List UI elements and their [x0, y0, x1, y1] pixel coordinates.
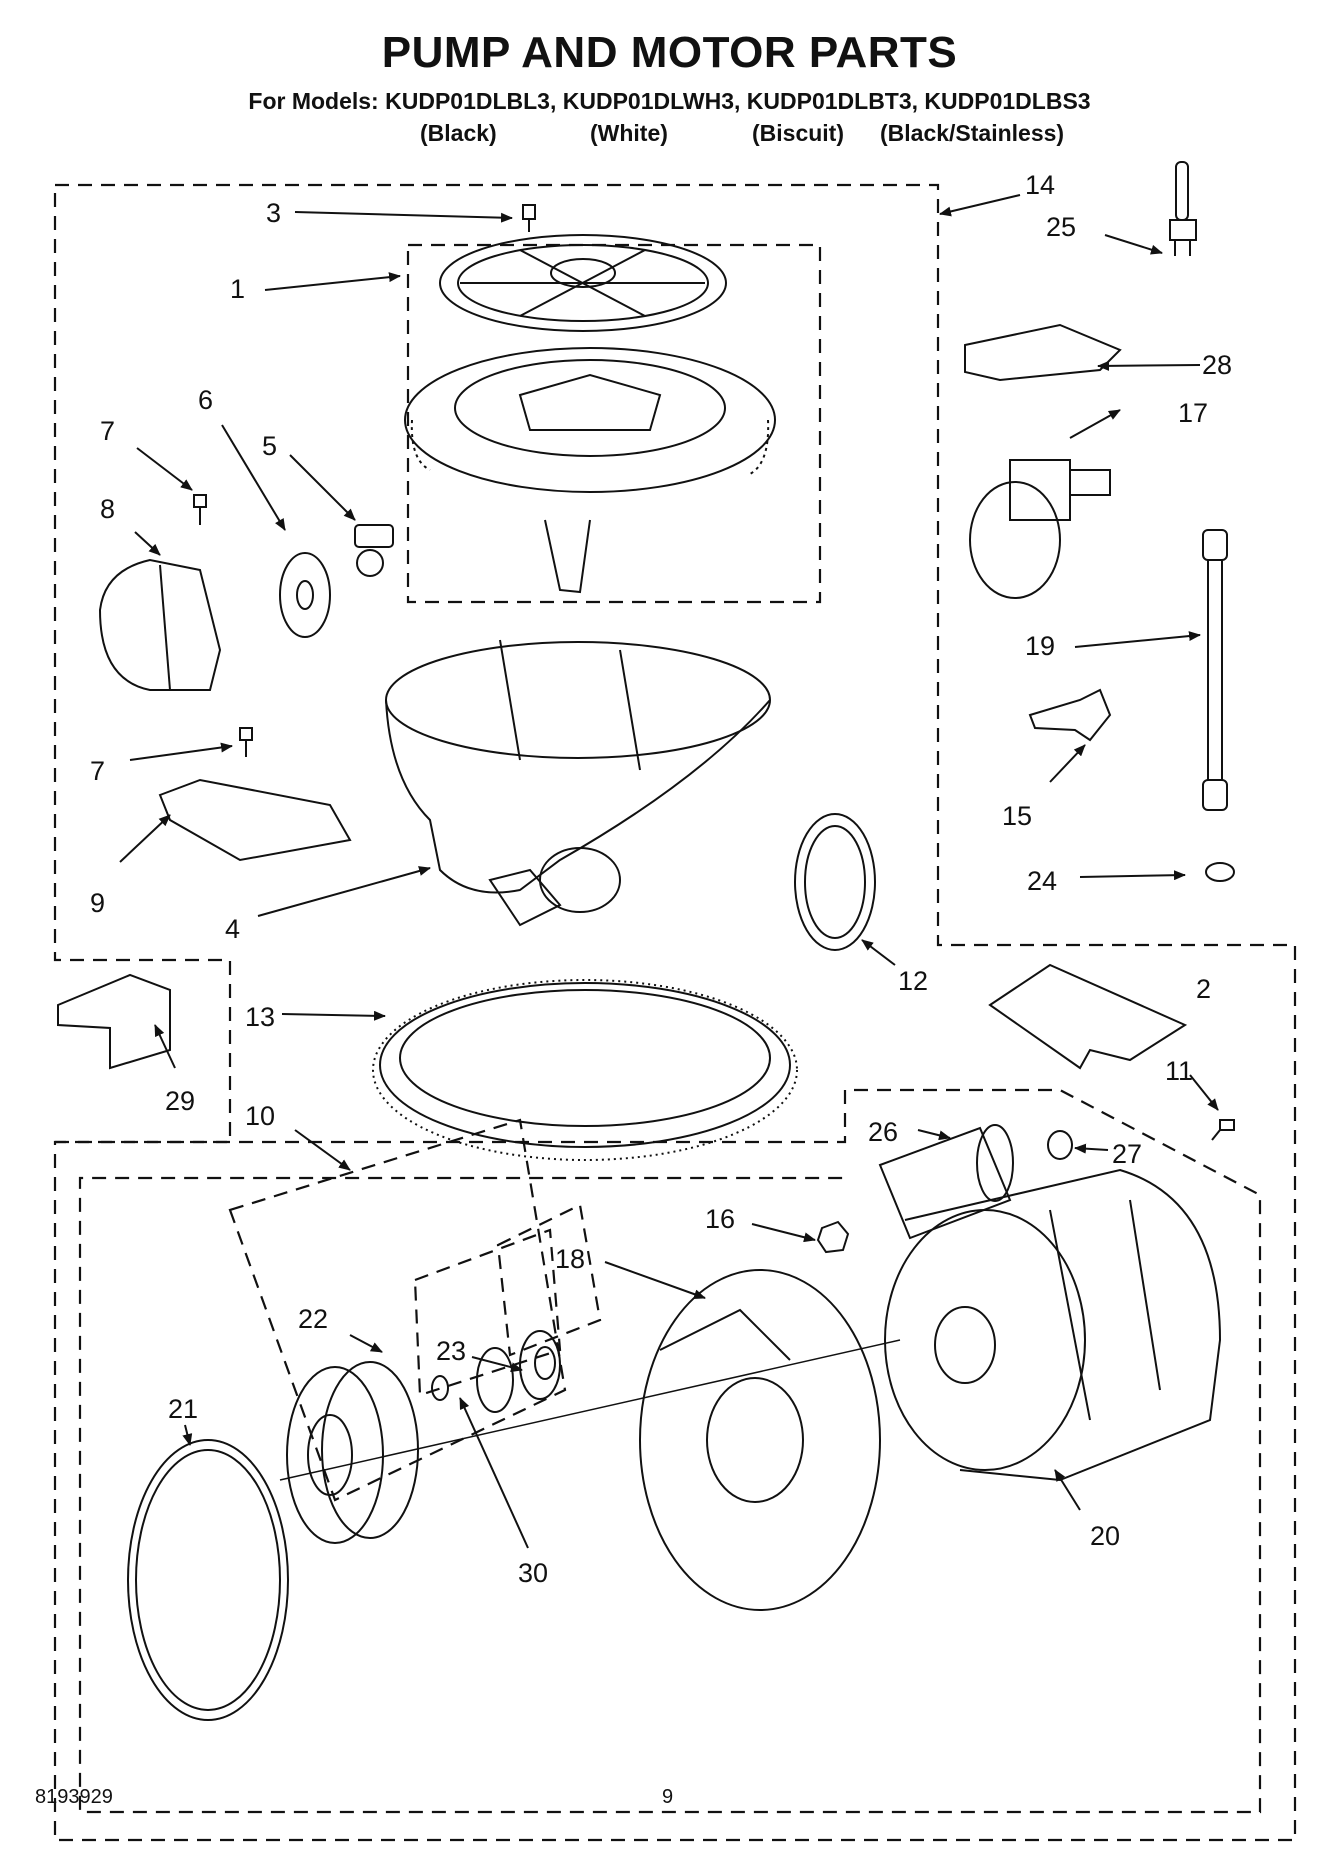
callout-23: 23: [436, 1336, 466, 1366]
part-28-cover: [964, 323, 1122, 382]
model-color-white: (White): [590, 120, 668, 146]
parts-artwork: [57, 161, 1235, 1721]
footer-page-number: 9: [662, 1786, 674, 1808]
callout-4: 4: [225, 914, 240, 944]
part-15-clip: [1028, 688, 1112, 742]
part-9-bracket: [158, 778, 352, 862]
part-5: [354, 524, 394, 577]
part-24-clamp: [1205, 862, 1235, 882]
callout-2: 2: [1196, 974, 1211, 1004]
part-spray-hub: [404, 347, 776, 594]
part-19-hose: [1202, 529, 1228, 811]
callout-11: 11: [1165, 1056, 1193, 1086]
screw-7b: [239, 727, 253, 757]
callout-5: 5: [262, 431, 277, 461]
callout-7: 7: [100, 416, 115, 446]
callout-7: 7: [90, 756, 105, 786]
leader-arrows: [119, 194, 1219, 1549]
part-30-washer: [431, 1375, 449, 1401]
part-23-seal: [476, 1330, 561, 1413]
part-4-pump-housing: [385, 639, 771, 927]
part-12-ring: [794, 813, 876, 951]
callout-12: 12: [898, 966, 928, 996]
callout-25: 25: [1046, 212, 1076, 242]
callout-27: 27: [1112, 1139, 1142, 1169]
part-17: [969, 459, 1111, 599]
group-box-seal: [413, 1228, 562, 1397]
group-boundaries: [53, 183, 1297, 1842]
footer-part-number: 8193929: [35, 1786, 113, 1808]
callout-21: 21: [168, 1394, 198, 1424]
callout-16: 16: [705, 1204, 735, 1234]
shaft-axis: [279, 1339, 901, 1481]
callout-28: 28: [1202, 350, 1232, 380]
screw-7a: [193, 494, 207, 525]
callout-18: 18: [555, 1244, 585, 1274]
part-20-motor: [884, 1168, 1222, 1482]
group-box-main: [53, 183, 1297, 1842]
callout-19: 19: [1025, 631, 1055, 661]
model-color-black-stainless: (Black/Stainless): [880, 120, 1065, 146]
models-line: For Models: KUDP01DLBL3, KUDP01DLWH3, KU…: [248, 88, 1091, 114]
callout-9: 9: [90, 888, 105, 918]
part-27: [1047, 1130, 1073, 1160]
callout-26: 26: [868, 1117, 898, 1147]
part-16-nut: [816, 1220, 850, 1254]
callout-24: 24: [1027, 866, 1057, 896]
group-box-seal-inner: [496, 1203, 602, 1357]
part-2-shield: [988, 963, 1188, 1070]
part-18-housing: [639, 1269, 881, 1611]
callout-17: 17: [1178, 398, 1208, 428]
callout-30: 30: [518, 1558, 548, 1588]
part-6-disc: [279, 552, 331, 638]
part-21-ring: [127, 1439, 289, 1721]
callout-13: 13: [245, 1002, 275, 1032]
callout-labels: 3 1 6 5 7 8 7 9 4 13 12 29 10 2 11 14 25…: [90, 170, 1232, 1588]
callout-29: 29: [165, 1086, 195, 1116]
part-8-cover: [98, 558, 222, 691]
part-29-bracket: [57, 973, 171, 1070]
group-box-motor: [55, 1088, 1262, 1814]
part-25-sensor: [1169, 161, 1197, 256]
screw-3: [522, 204, 536, 232]
callout-15: 15: [1002, 801, 1032, 831]
callout-14: 14: [1025, 170, 1055, 200]
page-title: PUMP AND MOTOR PARTS: [381, 28, 958, 77]
part-22-impeller: [286, 1361, 419, 1544]
part-13-gasket: [372, 979, 798, 1161]
group-box-spray-assembly: [406, 243, 822, 604]
callout-6: 6: [198, 385, 213, 415]
callout-10: 10: [245, 1101, 275, 1131]
callout-1: 1: [230, 274, 245, 304]
callout-20: 20: [1090, 1521, 1120, 1551]
callout-22: 22: [298, 1304, 328, 1334]
model-color-biscuit: (Biscuit): [752, 120, 844, 146]
model-color-black: (Black): [420, 120, 497, 146]
part-1-plate: [439, 234, 727, 332]
callout-8: 8: [100, 494, 115, 524]
callout-3: 3: [266, 198, 281, 228]
group-box-impeller: [228, 1118, 567, 1502]
screw-11: [1211, 1119, 1235, 1141]
part-26-capacitor: [878, 1124, 1014, 1240]
